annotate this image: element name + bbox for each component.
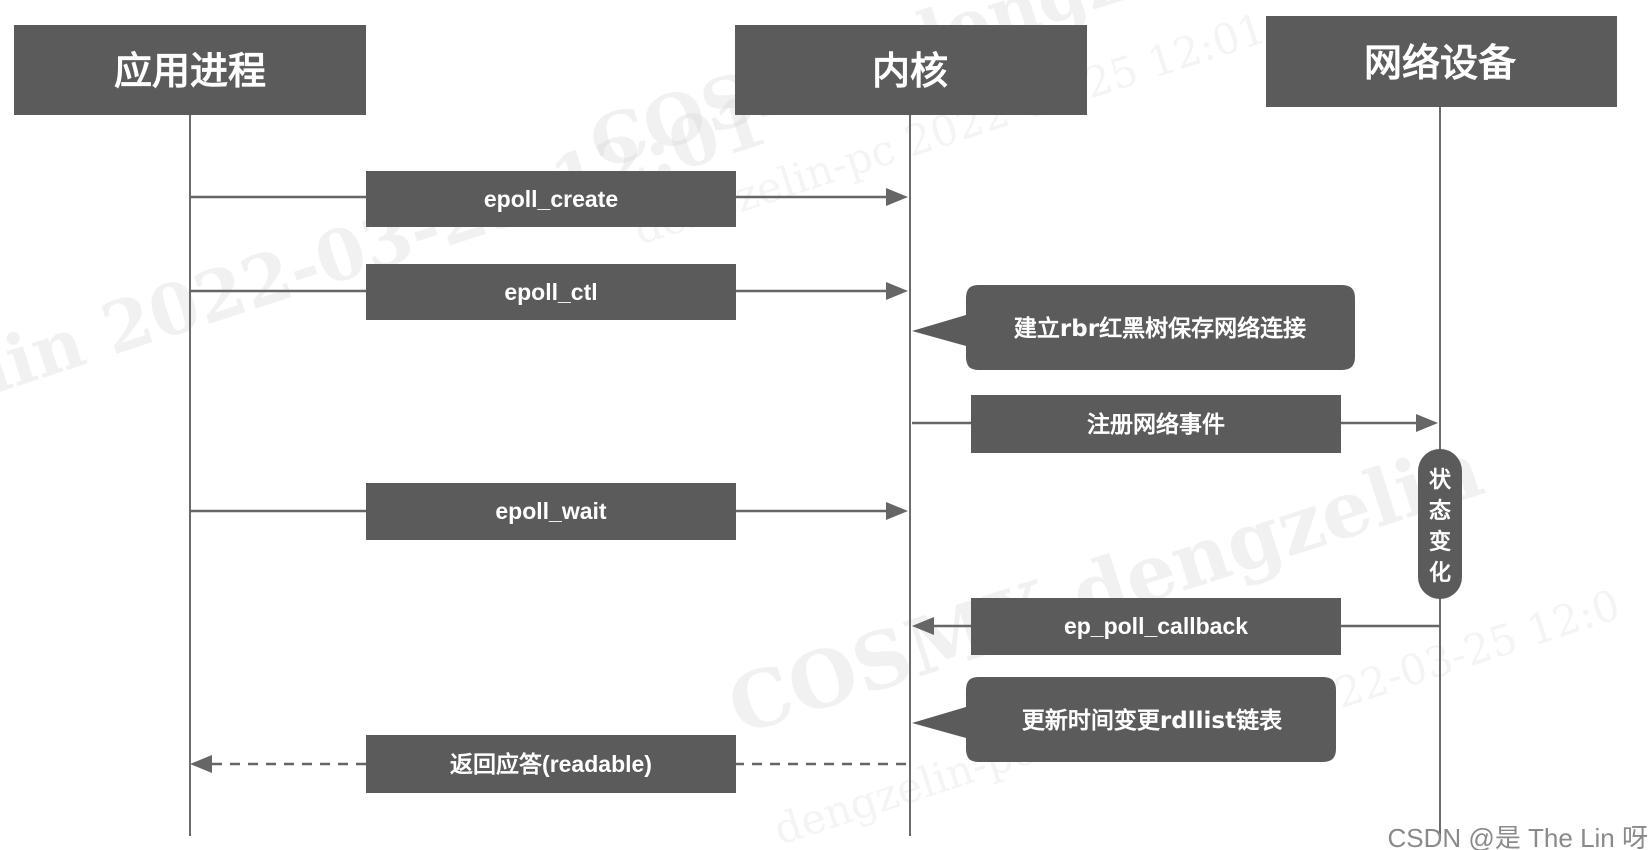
arrowhead-left-icon (190, 755, 212, 773)
state-change-char-1: 状 (1429, 468, 1452, 493)
callout-label-update-rdllist: 更新时间变更rdllist链表 (1022, 707, 1283, 734)
message-box-ep-poll-callback (971, 598, 1341, 655)
callout-update-rdllist: 更新时间变更rdllist链表 (912, 677, 1336, 762)
message-box-epoll-wait (366, 483, 736, 540)
footer-attribution: CSDN @是 The Lin 呀 (1388, 823, 1648, 850)
message-label-ep-poll-callback: ep_poll_callback (1064, 613, 1248, 639)
message-register-network-event: 注册网络事件 (912, 395, 1438, 453)
state-change-pill (1418, 449, 1462, 599)
message-box-epoll-create (366, 171, 736, 227)
message-label-epoll-wait: epoll_wait (495, 498, 607, 524)
participant-app-process: 应用进程 (14, 25, 366, 115)
arrowhead-right-icon (886, 282, 908, 300)
participant-box-kernel (735, 25, 1087, 115)
callout-shape-build-rbtree (912, 285, 1355, 370)
message-epoll-ctl: epoll_ctl (190, 264, 908, 320)
message-epoll-wait: epoll_wait (190, 483, 908, 540)
arrowhead-right-icon (1416, 414, 1438, 432)
message-return-readable: 返回应答(readable) (190, 735, 908, 793)
participant-box-app-process (14, 25, 366, 115)
message-label-register-network-event: 注册网络事件 (1087, 411, 1225, 437)
message-epoll-create: epoll_create (190, 171, 908, 227)
participant-label-app-process: 应用进程 (114, 49, 266, 93)
participant-kernel: 内核 (735, 25, 1087, 115)
message-box-return-readable (366, 735, 736, 793)
state-change-char-3: 变 (1429, 529, 1451, 555)
participant-label-network-device: 网络设备 (1364, 41, 1517, 85)
participant-network-device: 网络设备 (1266, 16, 1617, 107)
message-label-epoll-create: epoll_create (484, 186, 618, 212)
callout-shape-update-rdllist (912, 677, 1336, 762)
message-box-epoll-ctl (366, 264, 736, 320)
callout-build-rbtree: 建立rbr红黑树保存网络连接 (912, 285, 1355, 370)
arrowhead-left-icon (912, 617, 934, 635)
message-ep-poll-callback: ep_poll_callback (912, 598, 1440, 655)
message-label-epoll-ctl: epoll_ctl (504, 279, 597, 305)
message-box-register-network-event (971, 395, 1341, 453)
state-change-char-4: 化 (1429, 560, 1451, 586)
arrowhead-right-icon (886, 502, 908, 520)
message-label-return-readable: 返回应答(readable) (450, 751, 652, 777)
callout-label-build-rbtree: 建立rbr红黑树保存网络连接 (1014, 315, 1306, 342)
participant-box-network-device (1266, 16, 1617, 107)
arrowhead-right-icon (886, 188, 908, 206)
participant-label-kernel: 内核 (872, 49, 948, 93)
state-change-char-2: 态 (1429, 498, 1451, 524)
state-change-indicator: 状 态 变 化 (1418, 449, 1462, 599)
